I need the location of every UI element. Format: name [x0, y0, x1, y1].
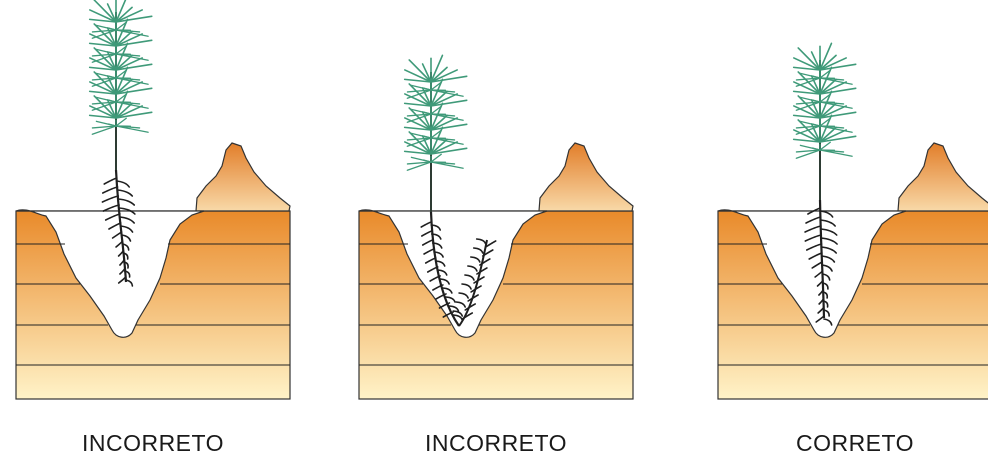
panel-correct — [717, 42, 988, 400]
soil-layer-lines — [359, 243, 633, 366]
seedling-foliage — [792, 42, 857, 159]
seedling-foliage — [88, 0, 153, 135]
caption-correct: CORRETO — [795, 430, 915, 456]
soil-mound — [195, 142, 291, 212]
caption-incorrect-2: INCORRETO — [424, 430, 568, 456]
soil-layer-lines — [16, 243, 290, 366]
panel-incorrect-2 — [358, 54, 634, 400]
planting-hole — [717, 209, 907, 338]
planting-hole — [15, 209, 205, 338]
soil-mound — [897, 142, 988, 212]
seedling-roots — [804, 199, 838, 326]
seedling-roots — [420, 211, 497, 327]
caption-incorrect-1: INCORRETO — [81, 430, 225, 456]
seedling-foliage — [403, 54, 468, 171]
soil-mound — [538, 142, 634, 212]
soil-layer-lines — [718, 243, 988, 366]
seedling-roots — [101, 169, 136, 287]
planting-hole — [358, 209, 548, 338]
panel-incorrect-1 — [15, 0, 291, 400]
